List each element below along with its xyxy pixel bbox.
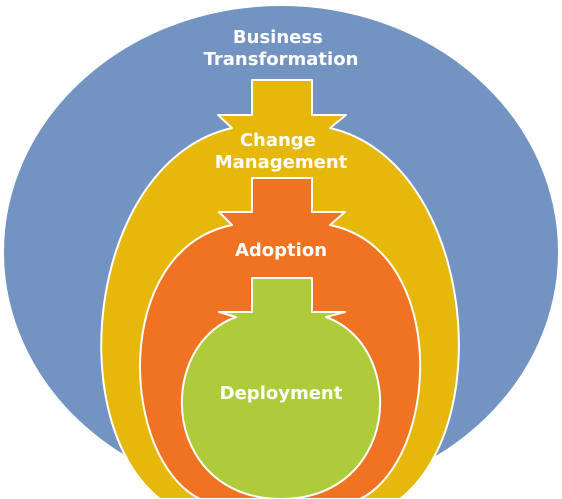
business-transformation-label-line-1: Business — [233, 27, 323, 48]
deployment-arrow-shape — [180, 277, 382, 499]
change-management-label: Change Management — [215, 130, 348, 173]
deployment-label: Deployment — [220, 383, 343, 404]
adoption-label: Adoption — [235, 240, 327, 261]
deployment-label-line-1: Deployment — [220, 383, 343, 404]
adoption-label-line-1: Adoption — [235, 240, 327, 261]
business-transformation-label: Business Transformation — [204, 27, 359, 70]
change-management-label-line-1: Change — [240, 130, 316, 151]
business-transformation-label-line-2: Transformation — [204, 49, 359, 70]
change-management-label-line-2: Management — [215, 152, 348, 173]
